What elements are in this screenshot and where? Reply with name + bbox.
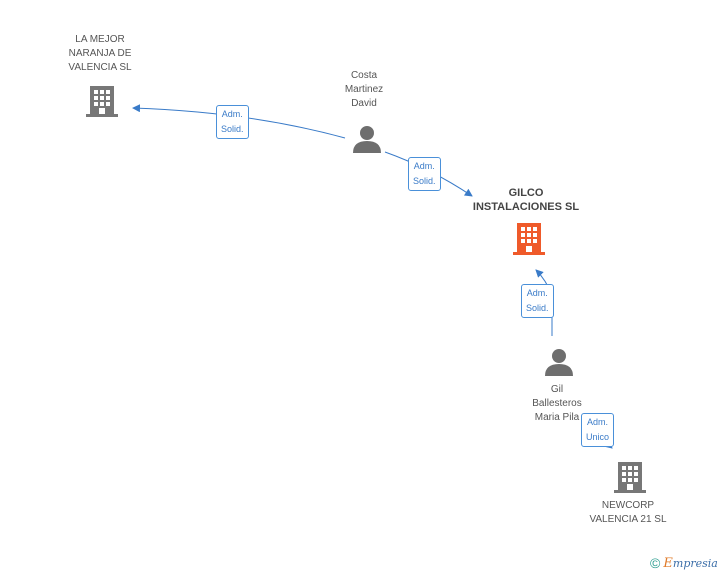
edge-label-costa-lamejor: Adm. Solid.: [216, 105, 249, 139]
building-icon[interactable]: [86, 84, 118, 118]
building-icon[interactable]: [513, 221, 545, 256]
edge-label-gil-newcorp: Adm. Unico: [581, 413, 615, 447]
brand-initial: E: [663, 556, 673, 571]
company-label-gilco[interactable]: GILCO INSTALACIONES SL: [472, 187, 580, 213]
person-label-costa[interactable]: Costa Martinez David: [344, 70, 384, 109]
company-label-la-mejor[interactable]: LA MEJOR NARANJA DE VALENCIA SL: [68, 34, 132, 73]
copyright-icon: ©: [650, 555, 661, 571]
person-label-gil[interactable]: Gil Ballesteros Maria Pila: [532, 384, 582, 423]
company-label-newcorp[interactable]: NEWCORP VALENCIA 21 SL: [589, 500, 667, 525]
person-icon[interactable]: [352, 124, 382, 154]
brand-logo[interactable]: © Empresia: [650, 555, 718, 571]
edge-label-costa-gilco: Adm. Solid.: [408, 157, 441, 191]
person-icon[interactable]: [544, 347, 574, 377]
building-icon[interactable]: [614, 460, 646, 494]
brand-name: mpresia: [672, 557, 718, 570]
edge-label-gil-gilco: Adm. Solid.: [521, 284, 554, 318]
